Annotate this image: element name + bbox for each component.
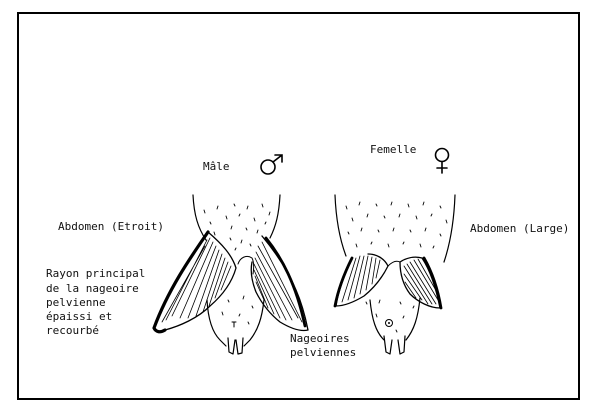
male-tail-stub xyxy=(227,337,244,355)
male-papilla xyxy=(231,321,237,328)
fins-caption-line-1: Nageoires xyxy=(290,332,350,345)
male-symbol-icon xyxy=(260,154,283,175)
male-lower-body xyxy=(206,299,265,347)
ray-caption-line-5: recourbé xyxy=(46,324,99,337)
ray-caption-line-4: épaissi et xyxy=(46,310,113,323)
female-left-fin-thick-ray xyxy=(333,256,354,308)
ray-caption-line-3: pelvienne xyxy=(46,296,106,309)
male-central-fold xyxy=(237,255,255,275)
male-scale-ticks xyxy=(203,203,271,325)
male-right-fin-thick-ray xyxy=(264,236,307,328)
female-left-fin-rays xyxy=(341,255,381,303)
female-genital-pore xyxy=(385,319,393,327)
female-abdomen-outline xyxy=(334,194,456,263)
figure-frame xyxy=(17,12,580,400)
male-label: Mâle xyxy=(203,160,230,173)
abdomen-narrow-label: Abdomen (Etroit) xyxy=(58,220,164,233)
female-lower-body xyxy=(369,297,421,341)
female-right-fin-rays xyxy=(403,258,439,305)
female-fish-drawing xyxy=(333,194,456,355)
ray-caption-line-1: Rayon principal xyxy=(46,267,146,280)
male-right-fin-rays xyxy=(253,241,303,323)
male-left-fin-thick-ray xyxy=(152,230,210,334)
abdomen-wide-label: Abdomen (Large) xyxy=(470,222,570,235)
female-symbol-icon xyxy=(434,147,450,174)
fins-caption-line-2: pelviennes xyxy=(290,346,357,359)
female-central-fold xyxy=(387,260,401,267)
male-left-fin-rays xyxy=(161,237,232,323)
female-right-fin-thick-ray xyxy=(422,256,443,310)
female-tail-stub xyxy=(383,335,406,355)
female-label: Femelle xyxy=(370,143,417,156)
ray-caption-line-2: de la nageoire xyxy=(46,282,139,295)
female-scale-ticks xyxy=(345,201,448,333)
male-fish-drawing xyxy=(152,194,309,355)
male-left-fin-outline xyxy=(164,231,237,331)
